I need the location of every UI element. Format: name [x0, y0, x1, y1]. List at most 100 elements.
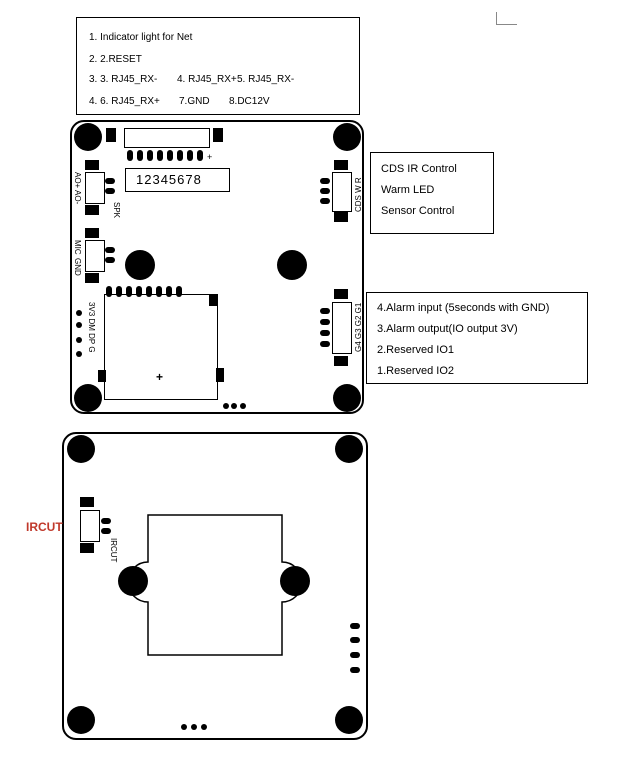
connector-pin [187, 150, 193, 161]
cds-pin [320, 198, 330, 204]
sensor-hole-top-right [335, 435, 363, 463]
sensor-hole-bottom-right [335, 706, 363, 734]
usb-pin [76, 322, 82, 328]
connector-plus-mark: + [207, 152, 213, 162]
connector-pad-left [106, 128, 116, 142]
legend-line-3b: 4. RJ45_RX+ [177, 74, 237, 85]
ircut-pin [101, 528, 111, 534]
bottom-pin [240, 403, 246, 409]
sensor-pin [350, 623, 360, 629]
alarm-legend-line-2: 3.Alarm output(IO output 3V) [377, 323, 518, 335]
io-pin [320, 341, 330, 347]
alarm-legend-line-1: 4.Alarm input (5seconds with GND) [377, 302, 550, 314]
bottom-pin [231, 403, 237, 409]
mounting-hole-bottom-right [333, 384, 361, 412]
cds-legend-box: CDS IR Control Warm LED Sensor Control [370, 152, 494, 234]
ircut-pin [101, 518, 111, 524]
sd-card-pins [106, 286, 186, 298]
cds-legend-line-2: Warm LED [381, 184, 435, 196]
connector-pin [137, 150, 143, 161]
sd-pin [156, 286, 162, 297]
usb-io-label: 3V3 DM DP G [87, 302, 96, 353]
sensor-bottom-pin [201, 724, 207, 730]
ircut-side-label: IRCUT [26, 520, 63, 534]
sd-card-slot [104, 294, 218, 400]
corner-mark [496, 12, 517, 25]
legend-line-2: 2. 2.RESET [89, 54, 142, 65]
sd-pad-bl [98, 370, 106, 382]
mounting-hole-top-left [74, 123, 102, 151]
legend-line-4c: 8.DC12V [229, 96, 270, 107]
connector-number-label: 12345678 [125, 168, 230, 192]
mounting-hole-bottom-left [74, 384, 102, 412]
spk-label: SPK [112, 202, 121, 219]
gnd-label: GND [73, 258, 82, 276]
ircut-silk-label: IRCUT [109, 538, 118, 563]
cds-pin [320, 188, 330, 194]
ircut-pad-top [80, 497, 94, 507]
sensor-hole-bottom-left [67, 706, 95, 734]
sd-pin [106, 286, 112, 297]
connector-pin [167, 150, 173, 161]
legend-line-4b: 7.GND [179, 96, 210, 107]
connector-8pin-outline [124, 128, 210, 148]
connector-numbers: 12345678 [136, 172, 202, 187]
ircut-pad-bottom [80, 543, 94, 553]
connector-pin [157, 150, 163, 161]
center-hole-right [277, 250, 307, 280]
io-label: G4 G3 G2 G1 [354, 302, 363, 352]
mic-pin [105, 257, 115, 263]
io-pin [320, 330, 330, 336]
bottom-pin [223, 403, 229, 409]
legend-line-4a: 4. 6. RJ45_RX+ [89, 96, 160, 107]
io-pin [320, 308, 330, 314]
cds-pad-bottom [334, 212, 348, 222]
spk-pad-top [85, 160, 99, 170]
usb-pin [76, 351, 82, 357]
sd-pin [176, 286, 182, 297]
cds-legend-line-1: CDS IR Control [381, 163, 457, 175]
legend-line-3a: 3. 3. RJ45_RX- [89, 74, 158, 85]
cds-connector-outline [332, 172, 352, 212]
usb-pin [76, 310, 82, 316]
sd-plus-mark: + [156, 370, 164, 384]
sd-pin [146, 286, 152, 297]
sd-pad-tl [209, 294, 217, 306]
sd-pad-br [216, 368, 224, 382]
sensor-pin [350, 652, 360, 658]
lens-hole-left [118, 566, 148, 596]
io-pad-top [334, 289, 348, 299]
connector-pad-right [213, 128, 223, 142]
connector-pin [197, 150, 203, 161]
cds-pin [320, 178, 330, 184]
sensor-pin [350, 667, 360, 673]
mic-connector-outline [85, 240, 105, 272]
spk-pin [105, 178, 115, 184]
sd-pin [126, 286, 132, 297]
spk-connector-outline [85, 172, 105, 204]
alarm-legend-box: 4.Alarm input (5seconds with GND) 3.Alar… [366, 292, 588, 384]
mic-label: MIC [73, 240, 82, 255]
mic-pad-bottom [85, 273, 99, 283]
sensor-pin [350, 637, 360, 643]
sd-pin [116, 286, 122, 297]
connector-pin [147, 150, 153, 161]
sensor-hole-top-left [67, 435, 95, 463]
alarm-legend-line-3: 2.Reserved IO1 [377, 344, 455, 356]
lens-hole-right [280, 566, 310, 596]
alarm-legend-line-4: 1.Reserved IO2 [377, 365, 455, 377]
ao-label: AO+ AO- [73, 172, 82, 205]
spk-pin [105, 188, 115, 194]
center-hole-left [125, 250, 155, 280]
sensor-bottom-pin [181, 724, 187, 730]
cds-pad-top [334, 160, 348, 170]
connector-pin [127, 150, 133, 161]
sensor-bottom-pin [191, 724, 197, 730]
spk-pad-bottom [85, 205, 99, 215]
sensor-board-outline [62, 432, 368, 740]
connector-legend-box: 1. Indicator light for Net 2. 2.RESET 3.… [76, 17, 360, 115]
usb-pin [76, 337, 82, 343]
sd-pin [136, 286, 142, 297]
connector-pin [177, 150, 183, 161]
mic-pad-top [85, 228, 99, 238]
